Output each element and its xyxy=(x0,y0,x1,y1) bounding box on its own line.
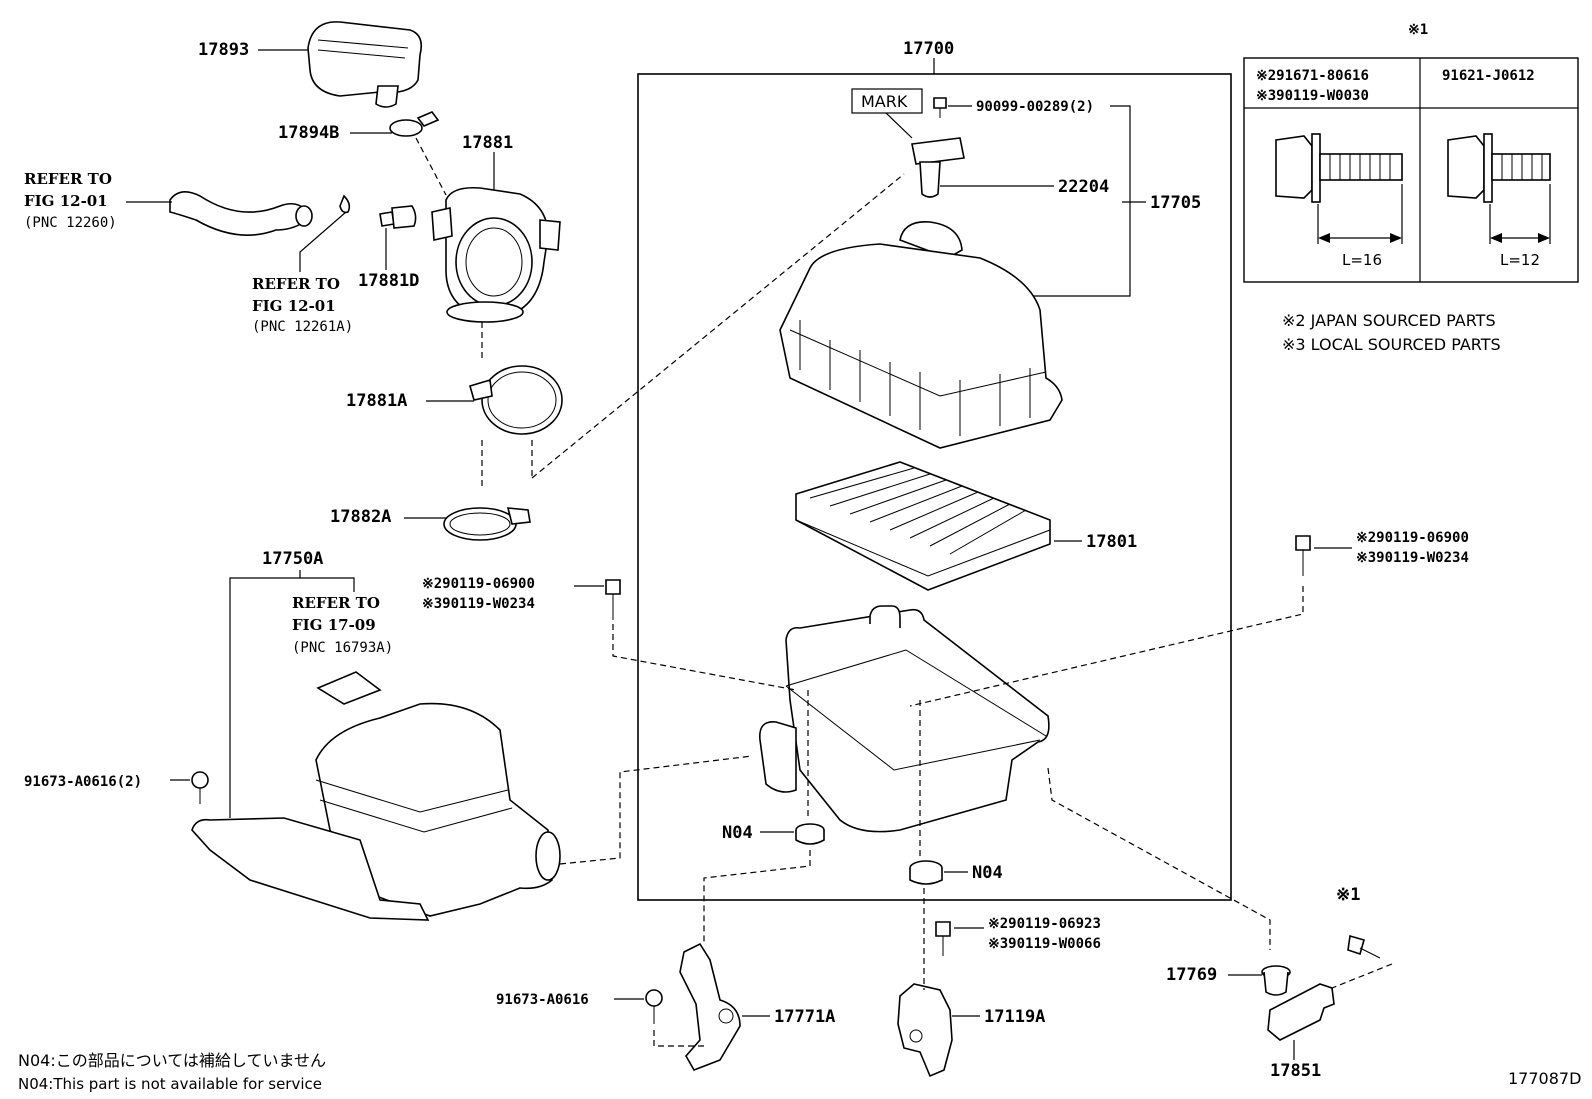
ref2-line2: FIG 12-01 xyxy=(252,297,336,315)
label-17705: 17705 xyxy=(1150,193,1201,213)
grommet-n04-right xyxy=(909,860,943,885)
label-right-bolt-j: ※290119-06900 xyxy=(1356,530,1469,546)
label-17881: 17881 xyxy=(462,133,513,153)
footnote-jp: N04:この部品については補給していません xyxy=(18,1051,326,1070)
table-bolt-l12 xyxy=(1447,133,1551,244)
bolt-91673-a0616 xyxy=(645,989,663,1024)
table-col1-line2: ※390119-W0030 xyxy=(1256,88,1369,104)
valve-17881d xyxy=(379,205,417,229)
label-left-bolt-l: ※390119-W0234 xyxy=(422,596,535,612)
figure-id: 177087D xyxy=(1508,1069,1581,1088)
bolt-90099 xyxy=(933,97,947,118)
mark-box xyxy=(851,88,923,114)
clamp-17882a xyxy=(443,507,531,541)
label-17769: 17769 xyxy=(1166,965,1217,985)
filter-element-17801 xyxy=(795,461,1051,591)
ref1-line2: FIG 12-01 xyxy=(24,192,108,210)
bolt-bottom-90119 xyxy=(935,921,951,956)
label-n04-right: N04 xyxy=(972,863,1003,883)
label-17893: 17893 xyxy=(198,40,249,60)
label-star1-bottom: ※1 xyxy=(1336,885,1360,905)
label-bolt-91673-2: 91673-A0616(2) xyxy=(24,774,142,790)
mark-label: MARK xyxy=(861,92,908,111)
bolt-91673-a0616-2 xyxy=(191,771,209,804)
ref2-line3: (PNC 12261A) xyxy=(252,319,353,335)
label-17750a: 17750A xyxy=(262,549,323,569)
air-inlet-duct-17750a xyxy=(191,702,561,921)
bolt-right-90119 xyxy=(1295,535,1311,576)
table-col2: 91621-J0612 xyxy=(1442,68,1535,84)
sensor-22204 xyxy=(911,137,965,198)
bracket-17851 xyxy=(1267,983,1335,1041)
bracket-17119a xyxy=(897,983,953,1078)
table-col1-line1: ※291671-80616 xyxy=(1256,68,1369,84)
bolt-left-90119 xyxy=(605,579,621,620)
label-17851: 17851 xyxy=(1270,1061,1321,1081)
air-flow-body-17881 xyxy=(431,186,561,323)
table-bolt-l16 xyxy=(1275,133,1403,244)
label-bottom-bolt-j: ※290119-06923 xyxy=(988,916,1101,932)
air-cleaner-cap xyxy=(779,221,1063,449)
gasket-16793a xyxy=(316,671,382,705)
label-17881d: 17881D xyxy=(358,271,419,291)
table-dim1: L=16 xyxy=(1342,251,1382,269)
label-left-bolt-j: ※290119-06900 xyxy=(422,576,535,592)
ref2-line1: REFER TO xyxy=(252,275,340,293)
bracket-17771a xyxy=(679,942,741,1071)
clamp-17894b xyxy=(389,111,440,137)
air-cleaner-case xyxy=(759,605,1050,833)
grommet-n04-left xyxy=(795,823,825,845)
label-bolt-mark: 90099-00289(2) xyxy=(976,99,1094,115)
label-17119a: 17119A xyxy=(984,1007,1045,1027)
legend-local: ※3 LOCAL SOURCED PARTS xyxy=(1282,335,1501,354)
label-17882a: 17882A xyxy=(330,507,391,527)
label-bolt-91673: 91673-A0616 xyxy=(496,992,589,1008)
bolt-star1 xyxy=(1347,934,1381,959)
ref1-line3: (PNC 12260) xyxy=(24,215,117,231)
label-bottom-bolt-l: ※390119-W0066 xyxy=(988,936,1101,952)
grommet-17769 xyxy=(1261,965,1291,996)
label-17771a: 17771A xyxy=(774,1007,835,1027)
label-right-bolt-l: ※390119-W0234 xyxy=(1356,550,1469,566)
hose-clip xyxy=(339,194,351,214)
ref1-line1: REFER TO xyxy=(24,170,112,188)
bolt-table xyxy=(1243,57,1579,283)
label-star1-top: ※1 xyxy=(1408,22,1428,38)
legend-japan: ※2 JAPAN SOURCED PARTS xyxy=(1282,311,1496,330)
label-17881a: 17881A xyxy=(346,391,407,411)
label-n04-left: N04 xyxy=(722,823,753,843)
clamp-band-17881a xyxy=(469,365,563,435)
table-dim2: L=12 xyxy=(1500,251,1540,269)
label-17700: 17700 xyxy=(903,39,954,59)
label-17894b: 17894B xyxy=(278,123,339,143)
ref3-line2: FIG 17-09 xyxy=(292,616,376,634)
ref3-line1: REFER TO xyxy=(292,594,380,612)
label-22204: 22204 xyxy=(1058,177,1109,197)
label-17801: 17801 xyxy=(1086,532,1137,552)
ref3-line3: (PNC 16793A) xyxy=(292,640,393,656)
hose-12260 xyxy=(169,191,313,236)
footnote-en: N04:This part is not available for servi… xyxy=(18,1075,322,1093)
resonator-17893 xyxy=(307,21,423,108)
